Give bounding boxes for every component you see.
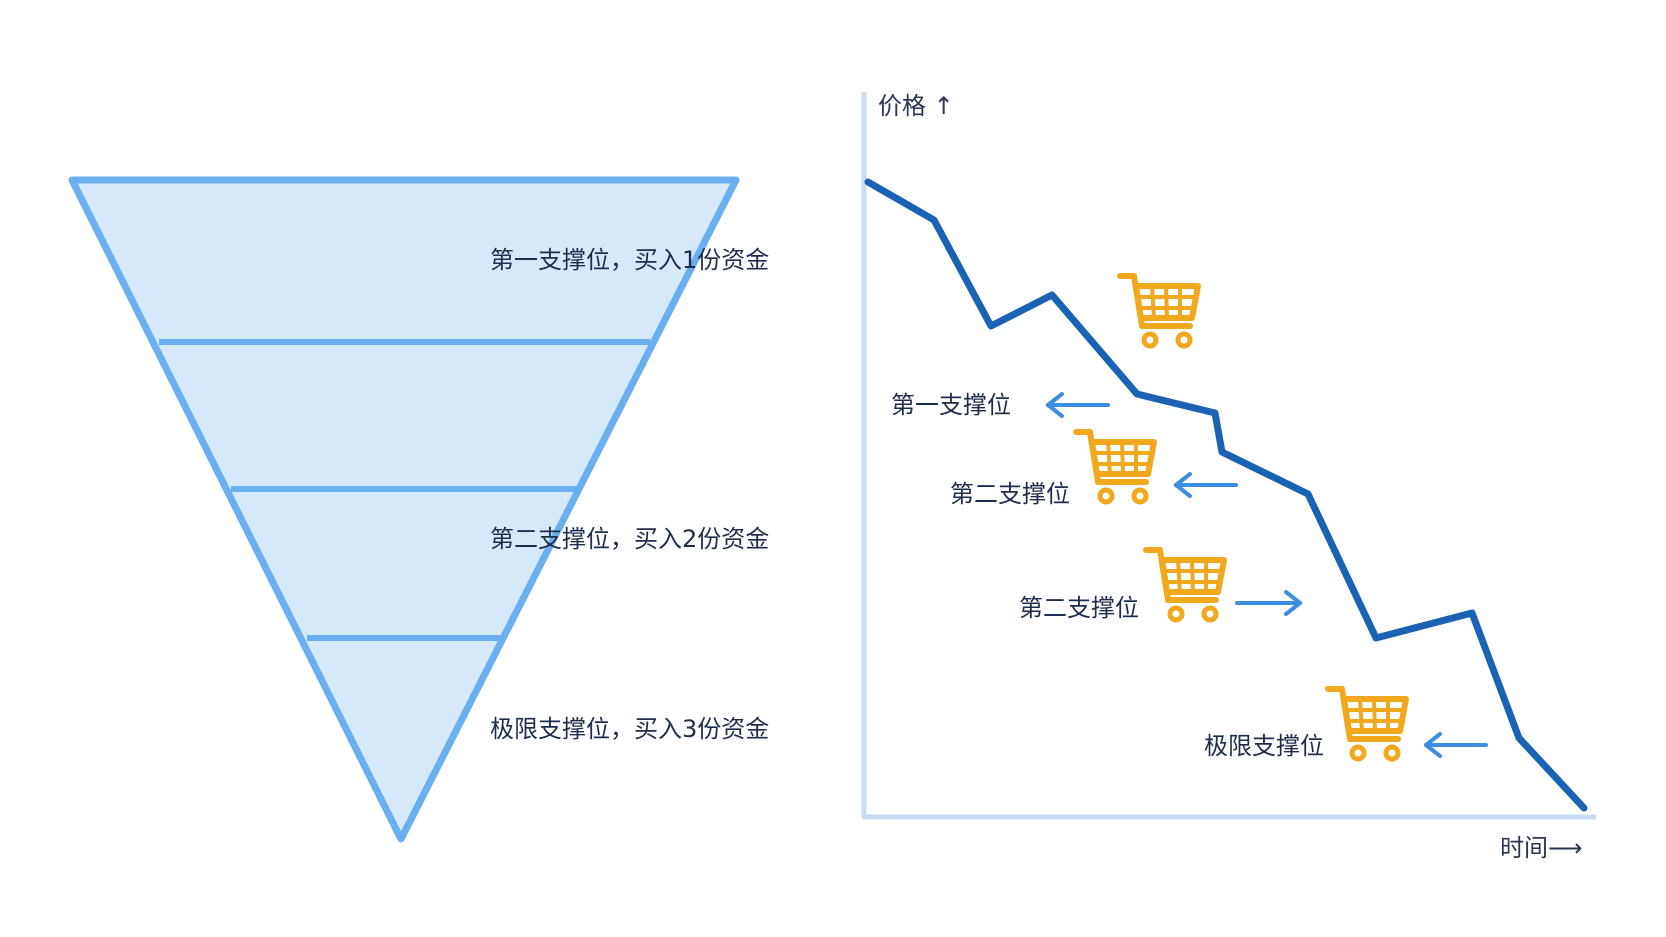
funnel: 第一支撑位，买入1份资金 第二支撑位，买入2份资金 极限支撑位，买入3份资金: [68, 176, 769, 843]
shopping-cart-icon: [1328, 689, 1406, 759]
arrow-right-icon: [1235, 590, 1302, 616]
funnel-level-label: 极限支撑位，买入3份资金: [490, 715, 769, 743]
support-level-label: 第一支撑位: [891, 391, 1011, 419]
price-chart: 价格 ↑ 时间⟶ 第一支撑位 第二支撑位 第二支撑位 极限支撑位: [861, 92, 1596, 862]
funnel-level-label: 第二支撑位，买入2份资金: [490, 525, 769, 553]
arrow-left-icon: [1424, 732, 1488, 758]
support-level-label: 第二支撑位: [950, 480, 1070, 508]
support-level-label: 极限支撑位: [1204, 732, 1324, 760]
funnel-level-label: 第一支撑位，买入1份资金: [490, 246, 769, 274]
price-line: [864, 178, 1588, 812]
y-axis-label: 价格 ↑: [878, 92, 954, 120]
support-level-label: 第二支撑位: [1019, 594, 1139, 622]
shopping-cart-icon: [1076, 432, 1154, 502]
shopping-cart-icon: [1120, 276, 1198, 346]
shopping-cart-icon: [1146, 550, 1224, 620]
arrow-left-icon: [1174, 472, 1238, 498]
x-axis-label: 时间⟶: [1500, 834, 1582, 862]
arrow-left-icon: [1046, 392, 1110, 418]
